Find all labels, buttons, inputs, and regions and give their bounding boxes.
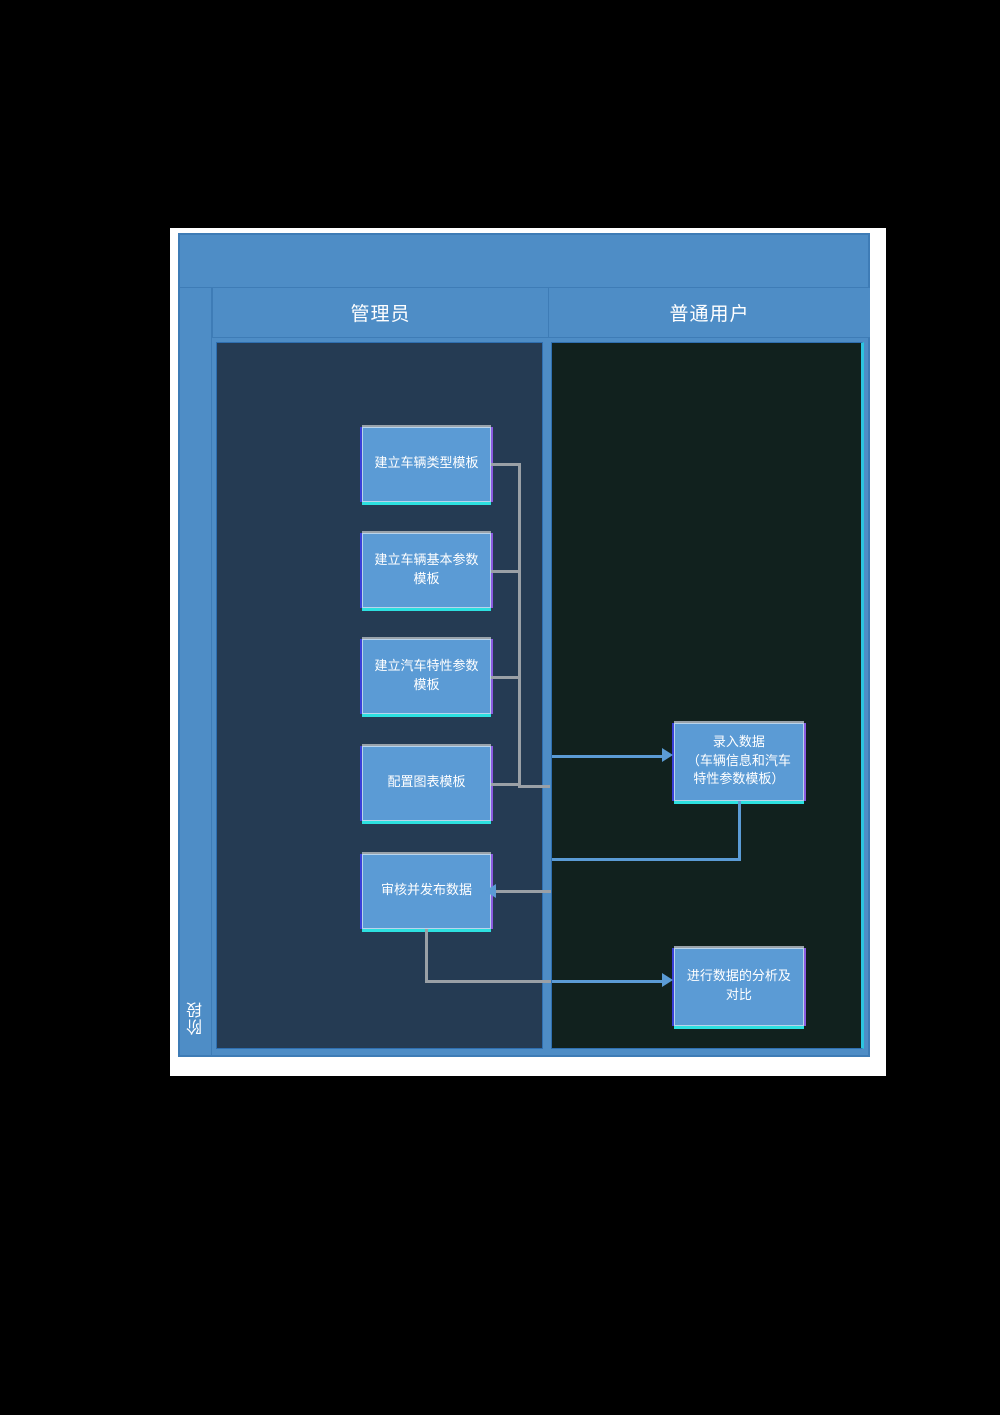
task-label-t3: 建立汽车特性参数 模板 <box>374 658 479 693</box>
connector-t6-to-t5-segment <box>491 890 551 893</box>
arrowhead-into-t5 <box>485 884 496 898</box>
lane-body-user: 录入数据 （车辆信息和汽车 特性参数模板） 进行数据的分析及 对比 <box>550 342 864 1049</box>
task-label-t5: 审核并发布数据 <box>380 883 472 899</box>
task-label-t6: 录入数据 （车辆信息和汽车 特性参数模板） <box>686 734 791 788</box>
task-label-t4: 配置图表模板 <box>387 775 466 791</box>
lane-body-admin: 建立车辆类型模板 建立车辆基本参数 模板 建立汽车特性参数 模板 配置图表模板 … <box>216 342 551 1049</box>
phase-rail-label: 阶段 <box>185 1001 205 1035</box>
task-box-t2[interactable]: 建立车辆基本参数 模板 <box>362 533 491 608</box>
connector-t6-drop <box>737 801 741 860</box>
lane-gap <box>543 342 551 1049</box>
task-box-t1[interactable]: 建立车辆类型模板 <box>362 427 491 502</box>
arrowhead-into-t7 <box>661 973 673 987</box>
connector-t5-drop <box>425 929 428 982</box>
swimlane-pool: 阶段 管理员 普通用户 建立车辆类型模板 建立车辆基本参数 模板 建立汽车特性参… <box>178 233 870 1057</box>
task-label-t7: 进行数据的分析及 对比 <box>686 969 791 1003</box>
lane-header-row: 管理员 普通用户 <box>212 288 870 338</box>
task-label-t1: 建立车辆类型模板 <box>374 456 479 472</box>
lane-header-admin: 管理员 <box>212 288 548 338</box>
connector-t6-to-t5 <box>551 858 741 861</box>
task-box-t7[interactable]: 进行数据的分析及 对比 <box>673 948 804 1026</box>
task-box-t6[interactable]: 录入数据 （车辆信息和汽车 特性参数模板） <box>673 723 804 801</box>
pool-title-band <box>180 235 868 288</box>
connector-into-t7 <box>551 980 664 983</box>
connector-t4-stub <box>491 783 521 786</box>
task-label-t2: 建立车辆基本参数 模板 <box>374 552 479 587</box>
connector-bus-to-user <box>518 785 550 788</box>
task-box-t3[interactable]: 建立汽车特性参数 模板 <box>362 639 491 714</box>
connector-merge-bus <box>518 463 521 788</box>
connector-t2-stub <box>491 570 521 573</box>
connector-t5-to-t7-segment <box>425 980 551 983</box>
lane-header-user: 普通用户 <box>548 288 870 338</box>
connector-t1-stub <box>491 463 521 466</box>
arrowhead-into-t6 <box>661 748 673 762</box>
task-box-t5[interactable]: 审核并发布数据 <box>362 854 491 929</box>
connector-t3-stub <box>491 676 521 679</box>
lane-bodies: 建立车辆类型模板 建立车辆基本参数 模板 建立汽车特性参数 模板 配置图表模板 … <box>212 338 868 1055</box>
phase-rail: 阶段 <box>180 288 212 1055</box>
connector-into-t6 <box>551 755 664 758</box>
task-box-t4[interactable]: 配置图表模板 <box>362 746 491 821</box>
